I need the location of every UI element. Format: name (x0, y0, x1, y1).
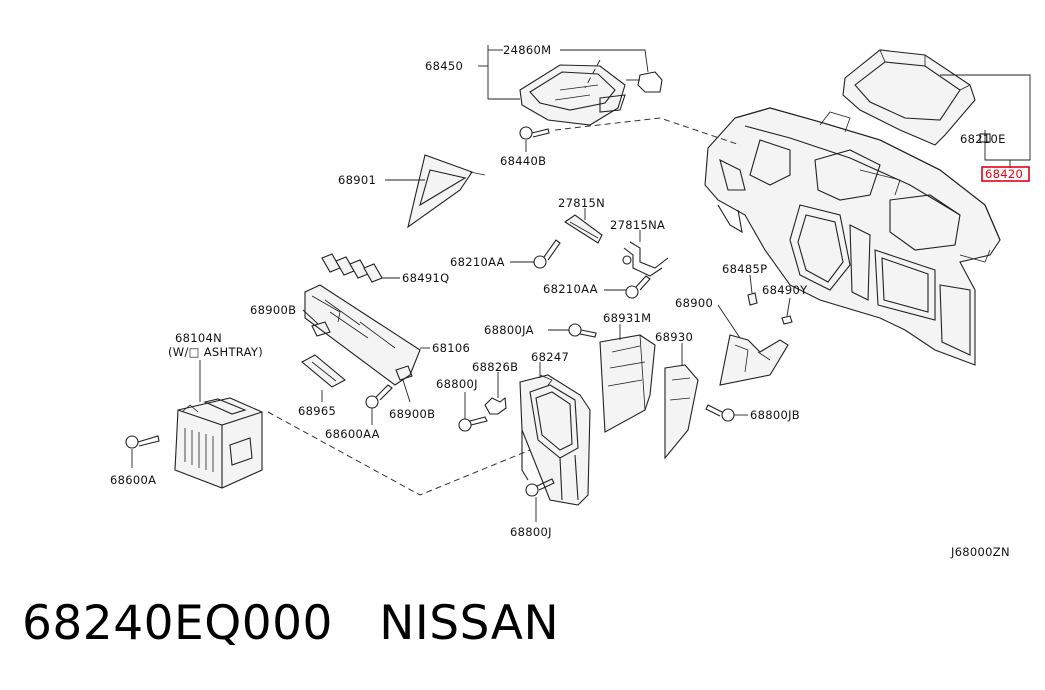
cover-68931m (599, 334, 656, 433)
damper-68826b (484, 396, 507, 415)
cluster-lid-assembly (519, 59, 663, 126)
label-68800j-1: 68800J (436, 377, 478, 391)
lower-panel-68106 (304, 284, 421, 386)
label-68931m: 68931M (603, 311, 651, 325)
label-68440b: 68440B (500, 154, 546, 168)
label-68104n: 68104N (175, 331, 222, 345)
clip-68900b-1 (311, 321, 331, 337)
brand-name: NISSAN (379, 596, 560, 651)
clip-68485p (747, 292, 758, 306)
instrument-panel-assembly (704, 107, 1001, 366)
label-68106: 68106 (432, 341, 470, 355)
label-68210aa-1: 68210AA (450, 255, 505, 269)
label-68826b: 68826B (472, 360, 518, 374)
highlight-box (981, 166, 1030, 182)
label-68490y: 68490Y (762, 283, 808, 297)
label-68900b-2: 68900B (389, 407, 435, 421)
label-68485p: 68485P (722, 262, 767, 276)
screw-68210aa-2 (625, 275, 651, 299)
switch-blanks-68491q (321, 253, 383, 283)
screw-68800j-2 (525, 478, 555, 497)
side-finisher-68901 (407, 154, 486, 229)
screw-68210aa-1 (533, 239, 561, 269)
label-68247: 68247 (531, 350, 569, 364)
label-68901: 68901 (338, 173, 376, 187)
part-number: 68240EQ000 (22, 596, 333, 651)
duct-27815na (622, 241, 669, 277)
screw-68800ja (568, 323, 597, 338)
glovebox-68247 (519, 374, 591, 506)
label-68600a: 68600A (110, 473, 156, 487)
ashtray-68104n (174, 397, 263, 489)
screw-68800jb (705, 404, 735, 422)
label-68420: 68420 (985, 167, 1023, 181)
label-68965: 68965 (298, 404, 336, 418)
screw-68800j-1 (458, 416, 488, 432)
diagram-code: J68000ZN (950, 545, 1010, 559)
plate-68965 (301, 354, 346, 388)
screw-68440b (519, 126, 550, 140)
label-68930: 68930 (655, 330, 693, 344)
meter-hood (842, 49, 976, 146)
label-68210e: 68210E (960, 132, 1006, 146)
label-68900: 68900 (675, 296, 713, 310)
label-68900b-1: 68900B (250, 303, 296, 317)
label-27815na: 27815NA (610, 218, 665, 232)
lower-cover-68900 (719, 334, 789, 386)
label-68491q: 68491Q (402, 271, 449, 285)
label-24860m: 24860M (503, 43, 551, 57)
screw-68600aa (365, 384, 393, 409)
label-68600aa: 68600AA (325, 427, 380, 441)
clip-68490y (781, 315, 793, 325)
label-68800j-2: 68800J (510, 525, 552, 539)
label-68210aa-2: 68210AA (543, 282, 598, 296)
cover-68930 (664, 364, 699, 460)
label-27815n: 27815N (558, 196, 605, 210)
bracket-27815n (564, 214, 603, 244)
caption: 68240EQ000 NISSAN (22, 596, 559, 651)
label-68104n-note: (W/□ ASHTRAY) (168, 345, 263, 359)
label-68450: 68450 (425, 59, 463, 73)
screw-68600a (125, 435, 160, 449)
label-68800ja: 68800JA (484, 323, 534, 337)
clip-68900b-2 (395, 365, 413, 381)
label-68800jb: 68800JB (750, 408, 800, 422)
